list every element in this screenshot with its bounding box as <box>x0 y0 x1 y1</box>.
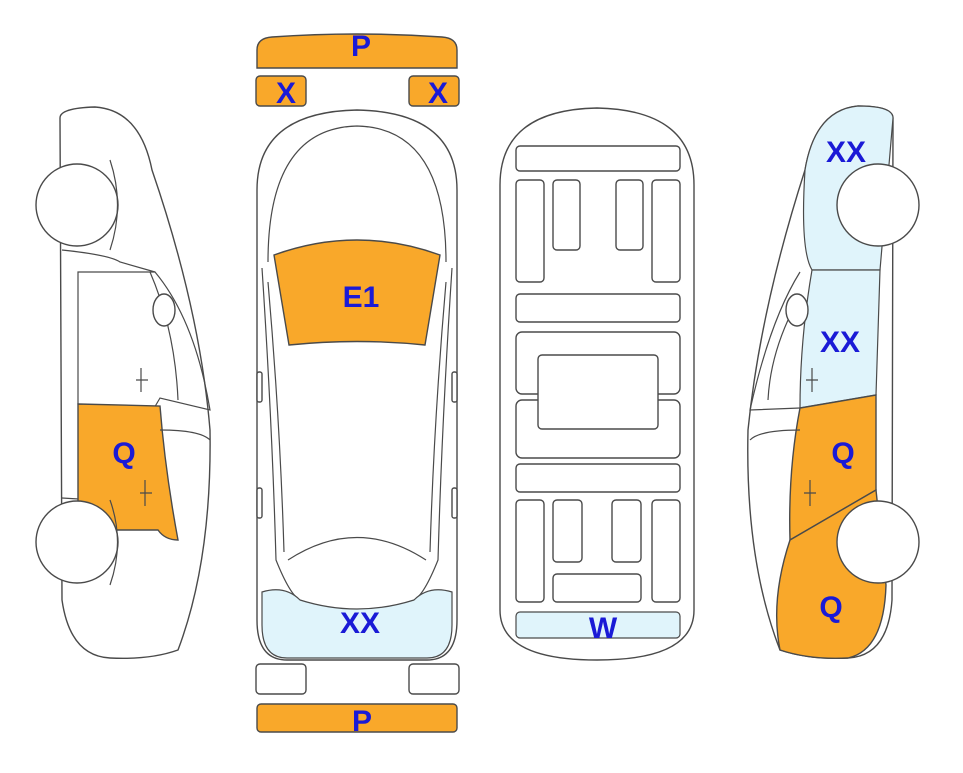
underbody-view <box>499 107 695 661</box>
front-right-light-zone[interactable] <box>408 75 460 107</box>
label-underbody-rear: W <box>589 612 618 645</box>
right-rear-door-handle <box>804 480 816 506</box>
right-handle <box>451 487 458 519</box>
left-handle <box>256 487 263 519</box>
label-right-front-door: XX <box>820 326 860 359</box>
label-rear-bumper: P <box>352 705 372 738</box>
rear-window-zone[interactable] <box>261 589 453 659</box>
left-windows <box>77 271 211 416</box>
label-front-bumper: P <box>351 30 371 63</box>
rear-bumper-zone[interactable] <box>256 703 458 733</box>
label-right-front-fender: XX <box>826 136 866 169</box>
rear-right-light <box>408 663 460 695</box>
left-front-wheel <box>35 163 119 247</box>
right-side-view <box>747 105 920 659</box>
top-view-body <box>256 109 458 661</box>
label-left-rear-door: Q <box>112 437 135 470</box>
right-front-wheel <box>836 163 920 247</box>
label-front-left-light: X <box>276 77 296 110</box>
label-right-rear-door: Q <box>831 437 854 470</box>
underbody-rear-zone[interactable] <box>515 611 681 639</box>
left-mirror <box>256 371 263 403</box>
zone-labels: P X X E1 XX P Q W XX XX Q Q <box>112 30 866 738</box>
left-front-door-handle <box>136 368 148 392</box>
top-view <box>255 33 460 733</box>
right-rear-wheel <box>836 500 920 584</box>
left-rear-door-zone[interactable] <box>77 403 179 541</box>
rear-left-light <box>255 663 307 695</box>
windshield-zone[interactable] <box>273 239 441 346</box>
label-right-rear-quarter: Q <box>819 591 842 624</box>
hood-line <box>267 125 447 263</box>
right-front-door-handle <box>806 368 818 392</box>
left-rear-door-handle <box>140 480 152 506</box>
right-windows <box>749 271 801 411</box>
label-rear-window: XX <box>340 607 380 640</box>
front-left-light-zone[interactable] <box>255 75 307 107</box>
front-bumper-zone[interactable] <box>256 33 458 69</box>
label-windshield: E1 <box>343 281 380 314</box>
left-side-view <box>35 106 211 659</box>
left-mirror-side <box>152 293 176 327</box>
right-mirror-side <box>785 293 809 327</box>
left-rear-wheel <box>35 500 119 584</box>
left-side-window <box>261 267 301 601</box>
right-mirror <box>451 371 458 403</box>
label-front-right-light: X <box>428 77 448 110</box>
right-side-window <box>413 267 453 601</box>
roof-rear-edge <box>287 537 427 561</box>
